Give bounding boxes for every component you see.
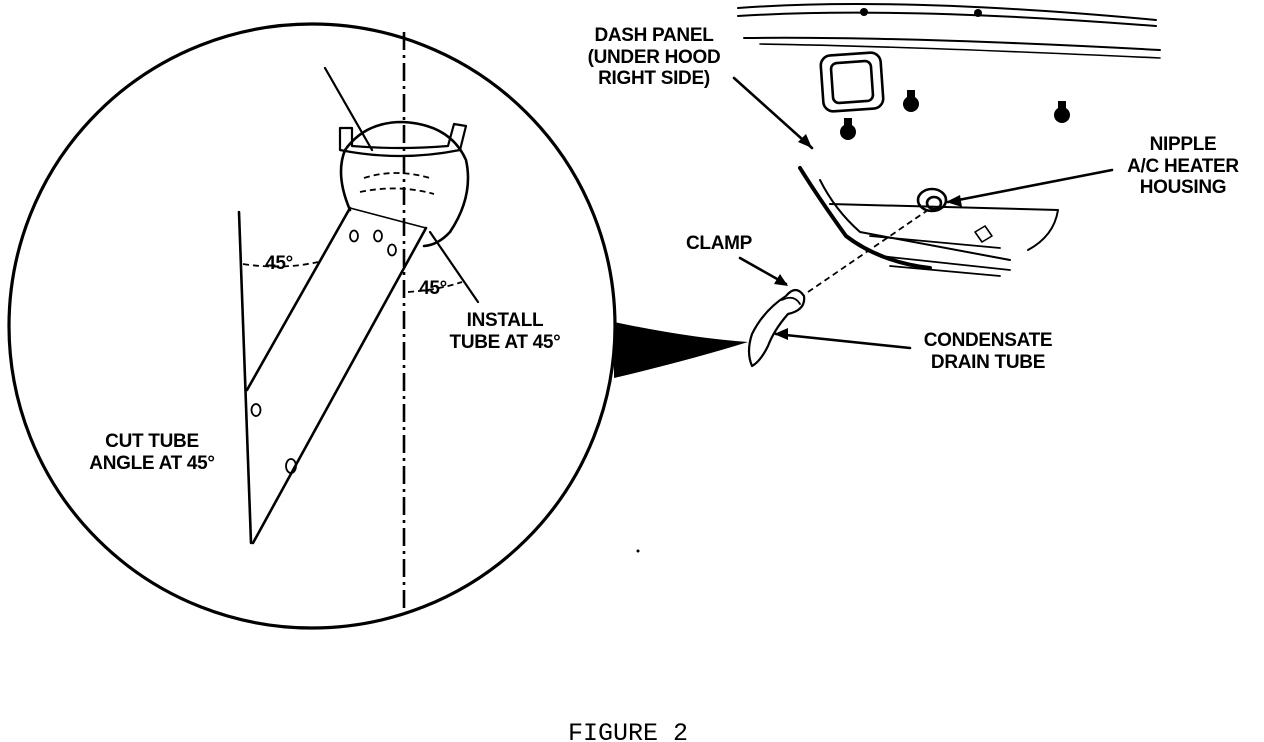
- drain-tube-small: [747, 209, 929, 368]
- callout-wedge: [614, 322, 748, 378]
- nipple-detail: [323, 66, 470, 248]
- nipple-leader: [323, 66, 374, 152]
- angle-arc-right: [407, 281, 463, 293]
- install-leader: [428, 230, 480, 304]
- install-label: INSTALL TUBE AT 45°: [450, 310, 561, 353]
- nipple-line-2: A/C HEATER: [1127, 156, 1239, 177]
- leader-arrows: [732, 76, 1114, 350]
- cut-line-2: ANGLE AT 45°: [89, 453, 214, 474]
- dash-panel-view: [737, 3, 1161, 277]
- condensate-line-1: CONDENSATE: [924, 330, 1053, 351]
- condensate-label: CONDENSATE DRAIN TUBE: [924, 330, 1053, 373]
- install-line-2: TUBE AT 45°: [450, 332, 561, 353]
- dash-panel-line-1: DASH PANEL: [594, 25, 714, 46]
- stray-dot: [636, 549, 640, 553]
- cut-line-1: CUT TUBE: [105, 431, 199, 452]
- install-line-1: INSTALL: [467, 310, 544, 331]
- dash-panel-line-2: (UNDER HOOD: [588, 47, 721, 68]
- nipple-line-3: HOUSING: [1140, 177, 1227, 198]
- clamp-label: CLAMP: [686, 233, 753, 254]
- magnified-drain-tube: [237, 206, 428, 545]
- dash-panel-line-3: RIGHT SIDE): [598, 68, 710, 89]
- cut-label: CUT TUBE ANGLE AT 45°: [89, 431, 215, 474]
- nipple-line-1: NIPPLE: [1150, 134, 1217, 155]
- angle-label-right: 45°: [419, 278, 447, 299]
- detail-magnifier: [7, 22, 748, 630]
- angle-label-left: 45°: [265, 253, 293, 274]
- nipple-fitting: [916, 187, 948, 213]
- nipple-label: NIPPLE A/C HEATER HOUSING: [1127, 134, 1240, 198]
- condensate-line-2: DRAIN TUBE: [931, 352, 1045, 373]
- figure-caption: FIGURE 2: [568, 719, 688, 742]
- alignment-line: [807, 209, 929, 293]
- dash-panel-label: DASH PANEL (UNDER HOOD RIGHT SIDE): [588, 25, 721, 89]
